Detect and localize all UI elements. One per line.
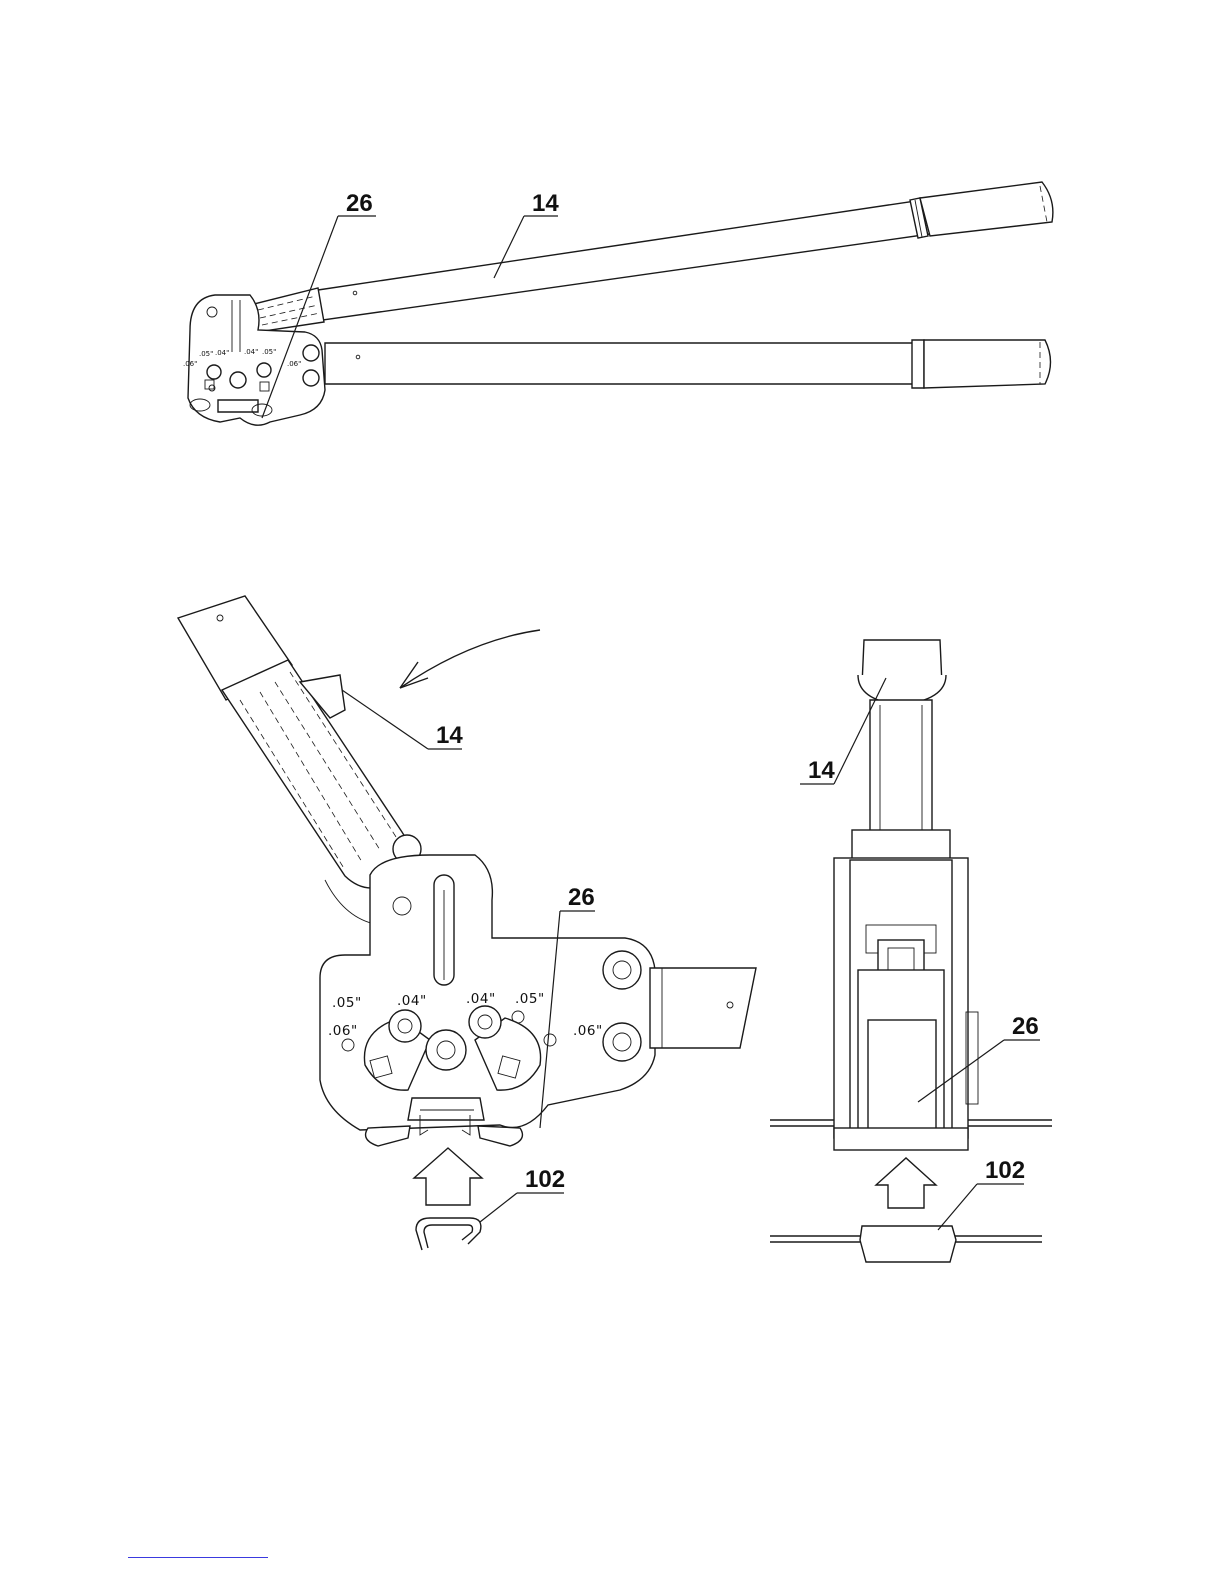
- side-label-14: 14: [808, 757, 835, 784]
- top-gauge-5: .06": [183, 360, 197, 368]
- top-label-26: 26: [346, 190, 373, 217]
- front-label-102: 102: [525, 1166, 565, 1193]
- top-gauge-3: .04": [244, 348, 258, 356]
- side-frame: [834, 830, 978, 1150]
- front-tool-head: .05" .04" .04" .05" .06" .06": [320, 855, 756, 1146]
- front-label-26: 26: [568, 884, 595, 911]
- lower-handle: [325, 340, 1051, 388]
- front-gauge-1: .05": [332, 995, 362, 1011]
- front-gauge-2: .04": [397, 993, 427, 1009]
- side-clip-102: [770, 1226, 1042, 1262]
- side-ref-102: 102: [938, 1157, 1025, 1230]
- top-label-14: 14: [532, 190, 559, 217]
- front-ref-14: 14: [342, 690, 463, 749]
- front-gauge-3: .04": [466, 991, 496, 1007]
- page-footer-rule: [128, 1557, 268, 1558]
- detail-side-view: 14 26 102: [770, 640, 1052, 1262]
- front-label-14: 14: [436, 722, 463, 749]
- top-gauge-6: .06": [287, 360, 301, 368]
- top-gauge-2: .04": [215, 349, 229, 357]
- detail-front-view: .05" .04" .04" .05" .06" .06" 14 26 102: [178, 596, 756, 1250]
- rotation-arrow: [400, 630, 540, 688]
- top-gauge-1: .05": [199, 350, 213, 358]
- front-gauge-5: .06": [328, 1023, 358, 1039]
- front-gauge-6: .06": [573, 1023, 603, 1039]
- front-gauge-4: .05": [515, 991, 545, 1007]
- top-gauge-4: .05": [262, 348, 276, 356]
- front-ref-102: 102: [480, 1166, 565, 1222]
- side-label-102: 102: [985, 1157, 1025, 1184]
- side-insert-arrow: [876, 1158, 936, 1208]
- side-label-26: 26: [1012, 1013, 1039, 1040]
- front-insert-arrow: [414, 1148, 482, 1205]
- front-clip-102: [416, 1218, 481, 1250]
- top-view-tool: .05" .04" .04" .05" .06" .06" 26 14: [183, 182, 1053, 425]
